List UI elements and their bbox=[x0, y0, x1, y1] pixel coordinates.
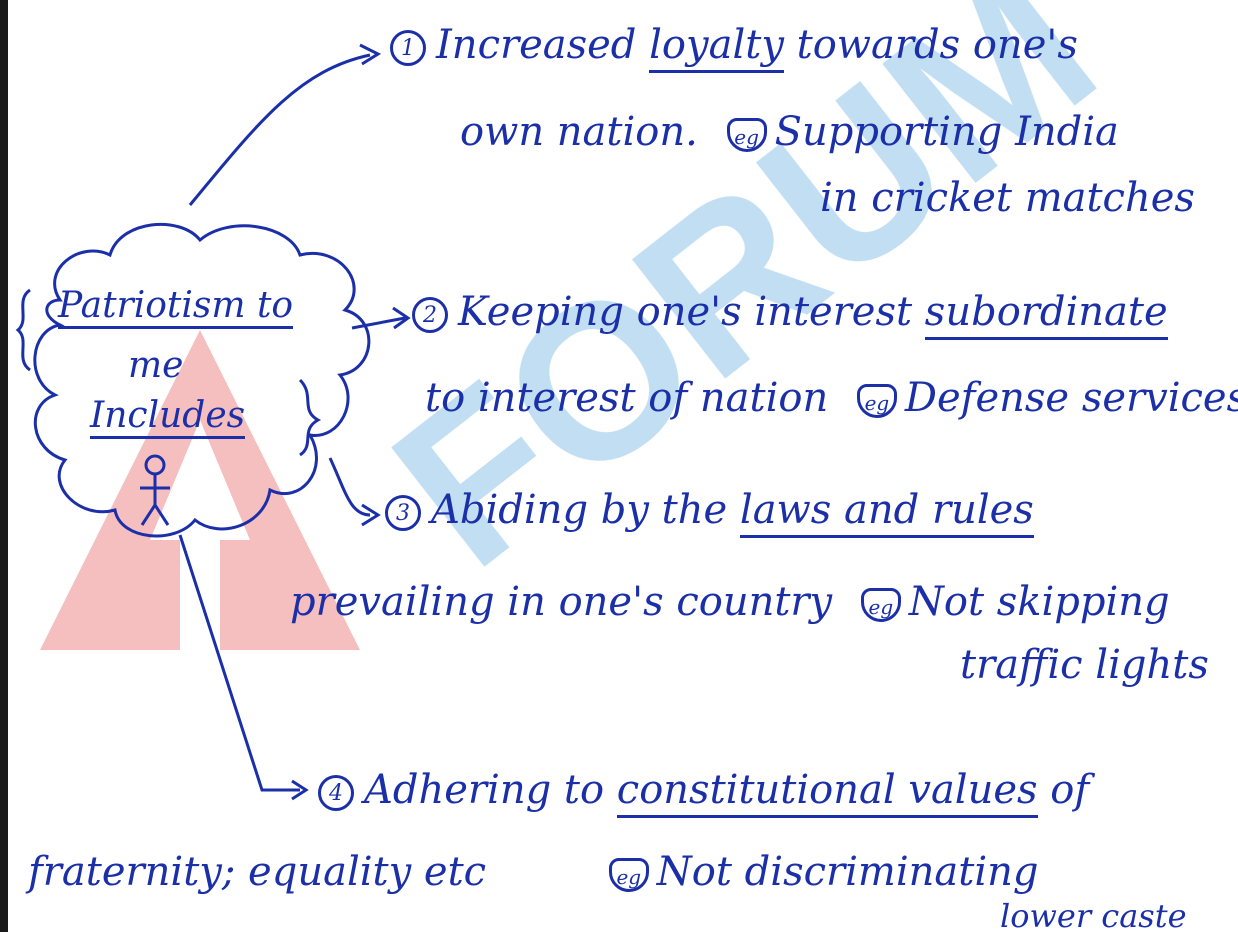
point-1-line1: 1 Increased loyalty towards one's bbox=[390, 22, 1078, 73]
point-2-line1: 2 Keeping one's interest subordinate bbox=[412, 289, 1168, 340]
point-3-line2-text: prevailing in one's country bbox=[290, 579, 833, 625]
point-4-text-pre: Adhering to bbox=[364, 767, 617, 813]
point-4-line2-text: fraternity; equality etc bbox=[28, 849, 487, 895]
center-title-line2: me bbox=[128, 345, 184, 386]
eg-badge-1: eg bbox=[726, 118, 767, 152]
center-title-line1: Patriotism to bbox=[58, 288, 294, 329]
center-title-line3: Includes bbox=[90, 398, 246, 439]
connector-2 bbox=[351, 316, 406, 330]
connector-1 bbox=[188, 53, 371, 206]
point-4-line1: 4 Adhering to constitutional values of bbox=[318, 767, 1090, 818]
point-3-example-line1: Not skipping bbox=[908, 579, 1170, 625]
eg-badge-2: eg bbox=[856, 384, 897, 418]
point-4-example-line2: lower caste bbox=[1000, 897, 1187, 932]
left-border bbox=[0, 0, 8, 932]
connector-2-arrowhead bbox=[392, 306, 411, 330]
point-3-keyword: laws and rules bbox=[739, 487, 1034, 538]
connector-4-arrowhead bbox=[291, 779, 309, 801]
point-1-keyword: loyalty bbox=[649, 22, 784, 73]
point-2-text-pre: Keeping one's interest bbox=[458, 289, 925, 335]
point-4-number: 4 bbox=[318, 775, 354, 811]
eg-badge-4: eg bbox=[608, 858, 649, 892]
point-1-text-post: towards one's bbox=[783, 22, 1078, 68]
left-brace bbox=[15, 288, 31, 372]
connector-1-arrowhead bbox=[359, 43, 382, 66]
point-4-text-post: of bbox=[1037, 767, 1090, 813]
point-3-number: 3 bbox=[385, 495, 421, 531]
connector-3 bbox=[328, 457, 371, 517]
point-1-line2-text: own nation. bbox=[460, 109, 698, 155]
point-3-text-pre: Abiding by the bbox=[431, 487, 740, 533]
point-2-keyword: subordinate bbox=[924, 289, 1168, 340]
point-1-example-line2: in cricket matches bbox=[820, 175, 1195, 221]
point-2-example-line1: Defense services bbox=[904, 375, 1238, 421]
point-4-keyword: constitutional values bbox=[616, 767, 1038, 818]
point-2-number: 2 bbox=[412, 297, 448, 333]
point-1-text-pre: Increased bbox=[436, 22, 650, 68]
connector-3-arrowhead bbox=[361, 503, 381, 527]
point-3-example-line2: traffic lights bbox=[960, 642, 1209, 688]
right-brace bbox=[298, 378, 322, 457]
point-4-example-line1: Not discriminating bbox=[656, 849, 1039, 895]
point-2-line2-text: to interest of nation bbox=[425, 375, 829, 421]
watermark-white-arrow bbox=[150, 420, 250, 650]
cloud-shape bbox=[33, 222, 371, 538]
eg-badge-3: eg bbox=[860, 588, 901, 622]
stick-figure-icon bbox=[140, 454, 170, 526]
point-3-line1: 3 Abiding by the laws and rules bbox=[385, 487, 1034, 538]
point-1-example-line1: Supporting India bbox=[774, 109, 1119, 155]
connector-4 bbox=[178, 534, 300, 792]
point-1-number: 1 bbox=[390, 30, 426, 66]
